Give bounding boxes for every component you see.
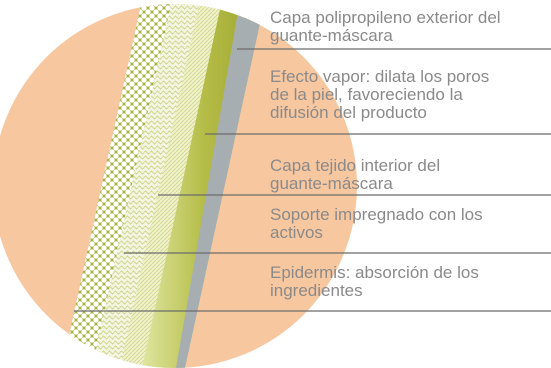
label-vapor-effect: Efecto vapor: dilata los poros de la pie… bbox=[270, 67, 490, 122]
label-inner-fabric: Capa tejido interior del guante-máscara bbox=[270, 156, 441, 193]
label-outer-polypropylene: Capa polipropileno exterior del guante-m… bbox=[270, 8, 501, 45]
label-epidermis: Epidermis: absorción de los ingredientes bbox=[270, 263, 479, 300]
outer-gray-layer bbox=[176, 4, 265, 368]
label-impregnated-support: Soporte impregnado con los activos bbox=[270, 205, 483, 242]
